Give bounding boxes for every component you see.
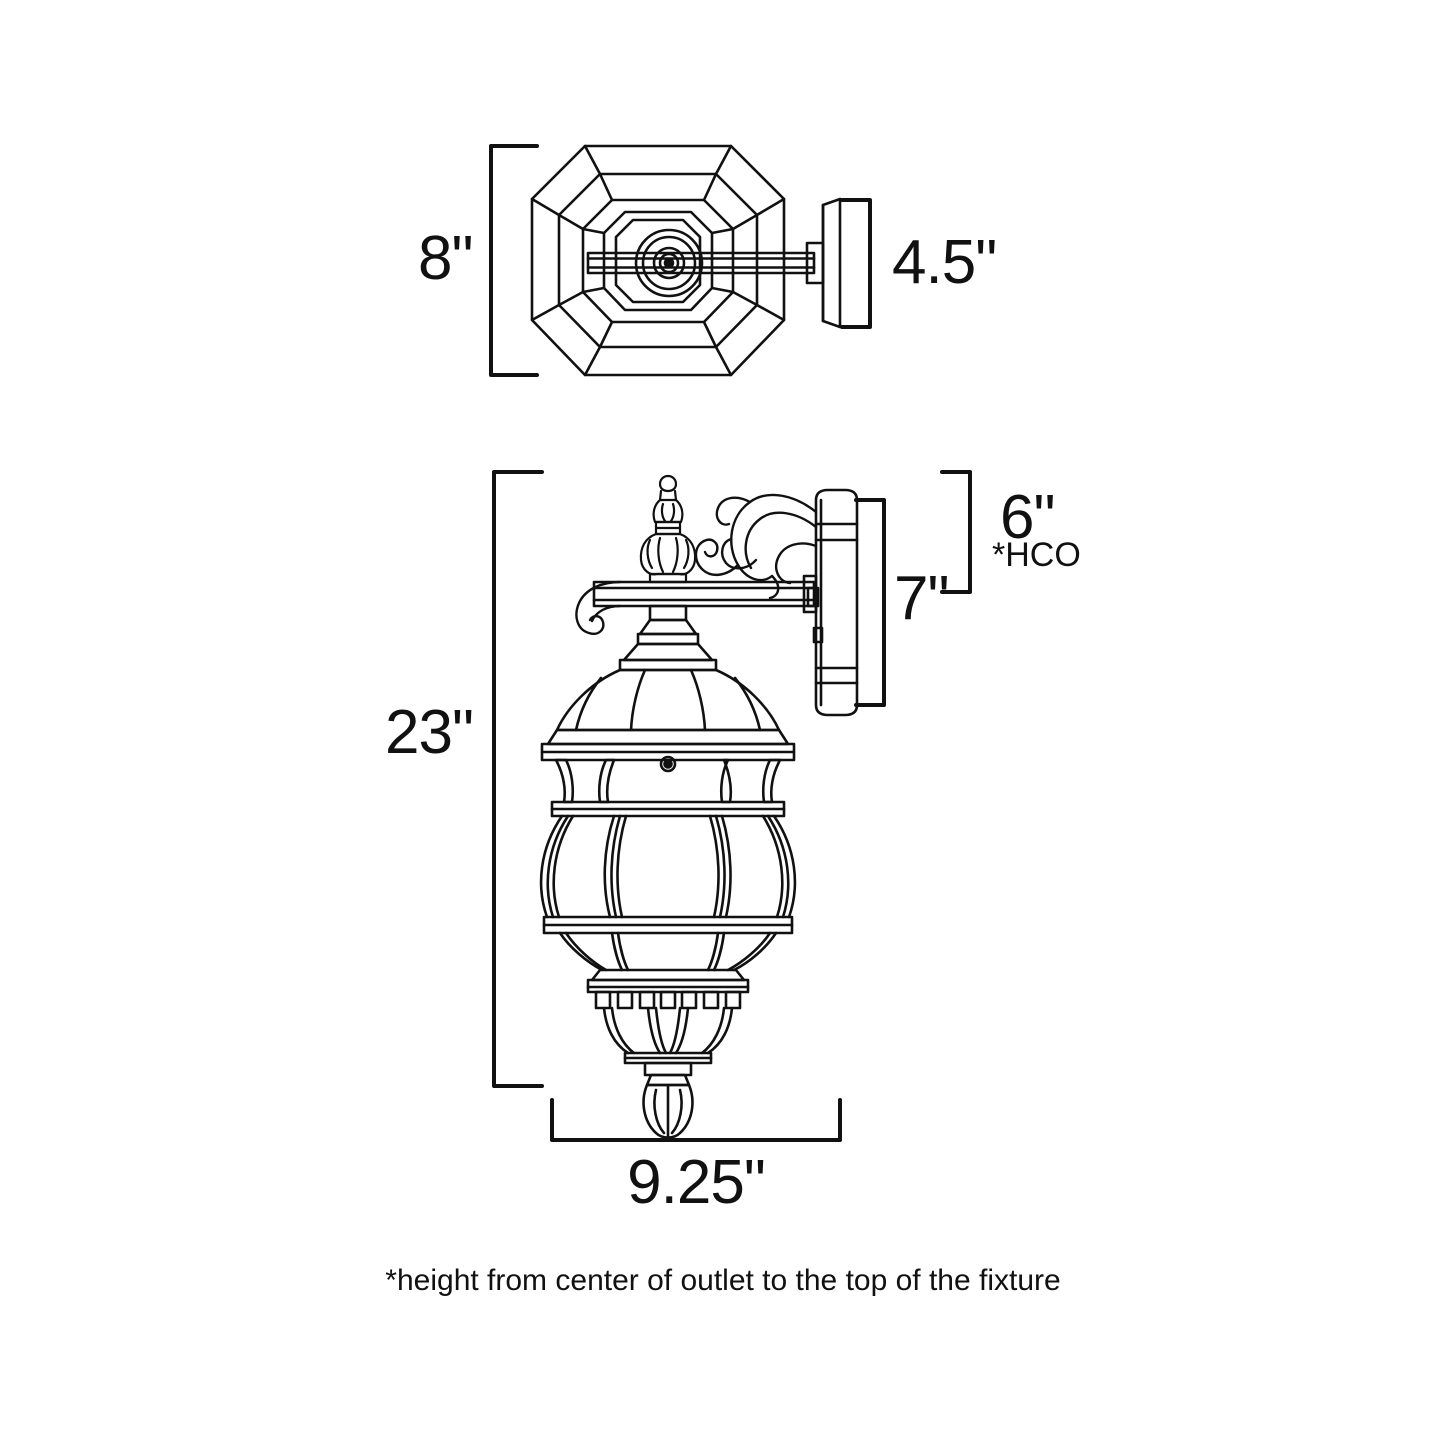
top-view-spoke3-se [710,286,735,294]
top-view-spoke2-n2 [702,172,718,202]
top-view-spoke2-s1 [598,320,614,349]
front-view-upper-scroll [694,493,818,600]
top-view-ring-octagon-3 [581,198,735,324]
dim-bracket-top-height [489,144,539,377]
top-view-spoke-s1 [583,345,602,377]
front-view-lower-taper [558,931,778,994]
top-view-spoke3-sw [581,286,606,294]
dim-bracket-backplate-width [840,198,872,329]
top-view-spoke2-ne [731,213,759,231]
footnote-text: *height from center of outlet to the top… [385,1264,1061,1297]
top-view-spoke3-nw [581,227,606,235]
top-view-spoke-nw [530,197,561,217]
front-view-bottom-finial [642,1061,694,1139]
top-view-octagon-group [530,144,842,377]
top-view-spoke2-sw [557,290,585,307]
top-view-spoke2-nw [557,213,585,231]
front-view-arm [592,574,818,614]
top-view-wall-plate [821,197,842,329]
top-view-spoke-ne [755,197,786,217]
dim-bracket-overall-width [550,1098,842,1142]
front-view-arm-left-scroll [575,580,622,635]
top-view-spoke-n2 [714,144,733,176]
dim-label-hco-height: 6" [1000,483,1055,552]
top-view-center-boss [634,228,704,298]
top-view-spoke-s2 [714,345,733,377]
front-view-bottom-gallery [594,990,742,1065]
top-view-spoke2-n1 [598,172,614,202]
top-view-spoke3-ne [710,227,735,235]
top-view-inner-octagon [602,210,714,312]
top-view-spoke-n1 [583,144,602,176]
front-view-neck [618,604,718,672]
dim-label-overall-width: 9.25" [627,1148,766,1217]
top-view-outer-octagon [530,144,786,377]
dim-label-backplate-width: 4.5" [892,228,997,297]
front-view-roof-cap [540,668,796,762]
front-view-glass-globe [539,814,797,935]
dim-label-backplate-height: 7" [894,564,949,633]
dim-label-top-height: 8" [418,224,473,293]
dim-bracket-hco-height [940,470,972,594]
dim-bracket-overall-height [492,470,544,1088]
top-view-spoke-se [755,303,786,322]
dim-bracket-backplate-height [854,498,886,707]
front-view-upper-gallery [550,755,786,818]
front-view-top-finial [639,474,697,584]
dim-label-hco-note: *HCO [992,536,1081,574]
top-view-spoke2-se [731,290,759,307]
top-view-spoke-sw [530,303,561,322]
top-view-spoke2-s2 [702,320,718,349]
dim-label-overall-height: 23" [385,698,474,767]
